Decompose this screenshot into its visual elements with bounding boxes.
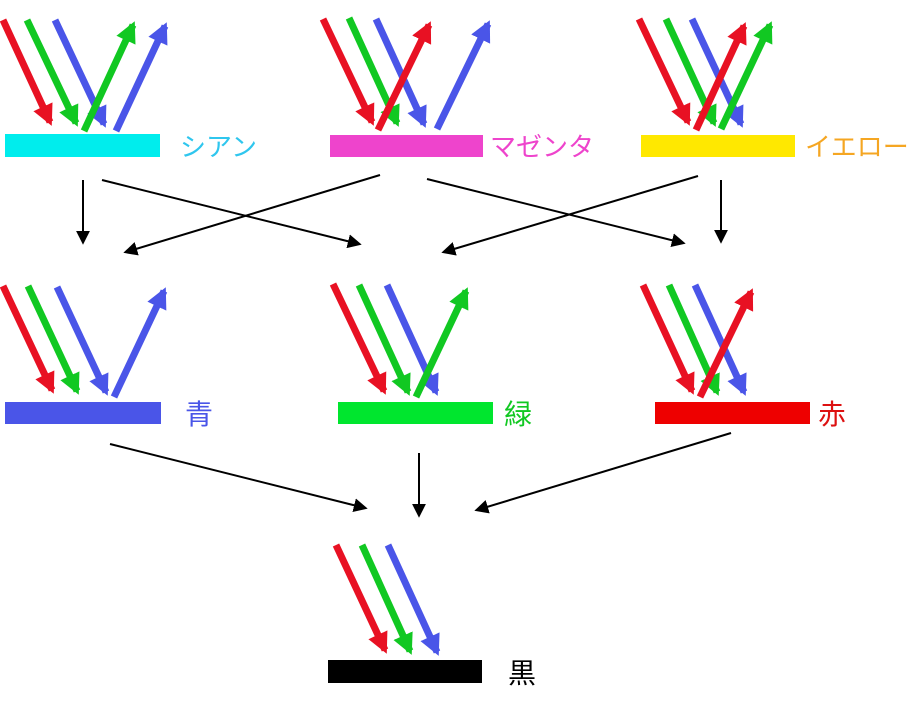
red-incident-blue-ray [691,283,748,396]
red-incident-red-ray [639,283,696,395]
blue-panel: 青 [0,284,213,431]
yellow-label: イエロー [805,133,909,163]
blue-label: 青 [185,398,213,431]
green-incident-green-ray [355,283,412,396]
red-bar [655,402,810,424]
magenta-reflected-blue-ray [433,20,492,131]
black-panel: 黒 [328,543,536,690]
black-incident-green-ray [358,543,414,655]
mixing-connectors-top [76,174,728,256]
cyan-reflected-green-ray [80,21,137,133]
magenta-bar [330,135,483,157]
blue-incident-blue-ray [53,285,110,396]
blue-incident-green-ray [24,284,81,395]
blue-incident-red-ray [0,284,56,394]
mixing-connectors-bottom [109,432,732,518]
magenta-label: マゼンタ [490,133,594,163]
yellow-panel: イエロー [635,17,909,163]
black-label: 黒 [508,657,536,690]
connector-magenta-to-blue [123,174,381,256]
yellow-reflected-red-ray [692,22,748,132]
connector-cyan-to-green [101,179,362,249]
cyan-label: シアン [180,133,257,163]
magenta-panel: マゼンタ [319,16,594,163]
green-incident-red-ray [329,282,388,395]
cyan-bar [5,134,160,157]
cyan-reflected-blue-ray [112,22,169,133]
connector-blue-to-black [109,443,368,513]
green-label: 緑 [504,398,532,431]
connector-red-to-black [474,432,732,514]
red-label: 赤 [818,398,846,431]
blue-bar [5,402,161,424]
green-panel: 緑 [329,282,532,431]
connector-magenta-to-red [426,178,686,248]
cyan-panel: シアン [0,18,257,163]
magenta-incident-blue-ray [372,17,428,128]
red-panel: 赤 [639,283,846,431]
cyan-incident-red-ray [0,18,54,126]
green-reflected-green-ray [412,287,470,399]
yellow-reflected-green-ray [717,21,774,131]
black-incident-red-ray [332,543,389,654]
red-reflected-red-ray [696,288,755,399]
magenta-incident-red-ray [319,17,376,126]
green-bar [338,402,493,424]
black-bar [328,660,482,683]
cyan-incident-green-ray [23,18,80,127]
yellow-bar [641,135,795,157]
black-incident-blue-ray [384,543,441,656]
magenta-reflected-red-ray [374,21,433,132]
yellow-incident-red-ray [635,17,692,126]
connector-yellow-to-green [441,175,699,256]
blue-reflected-blue-ray [110,287,168,399]
